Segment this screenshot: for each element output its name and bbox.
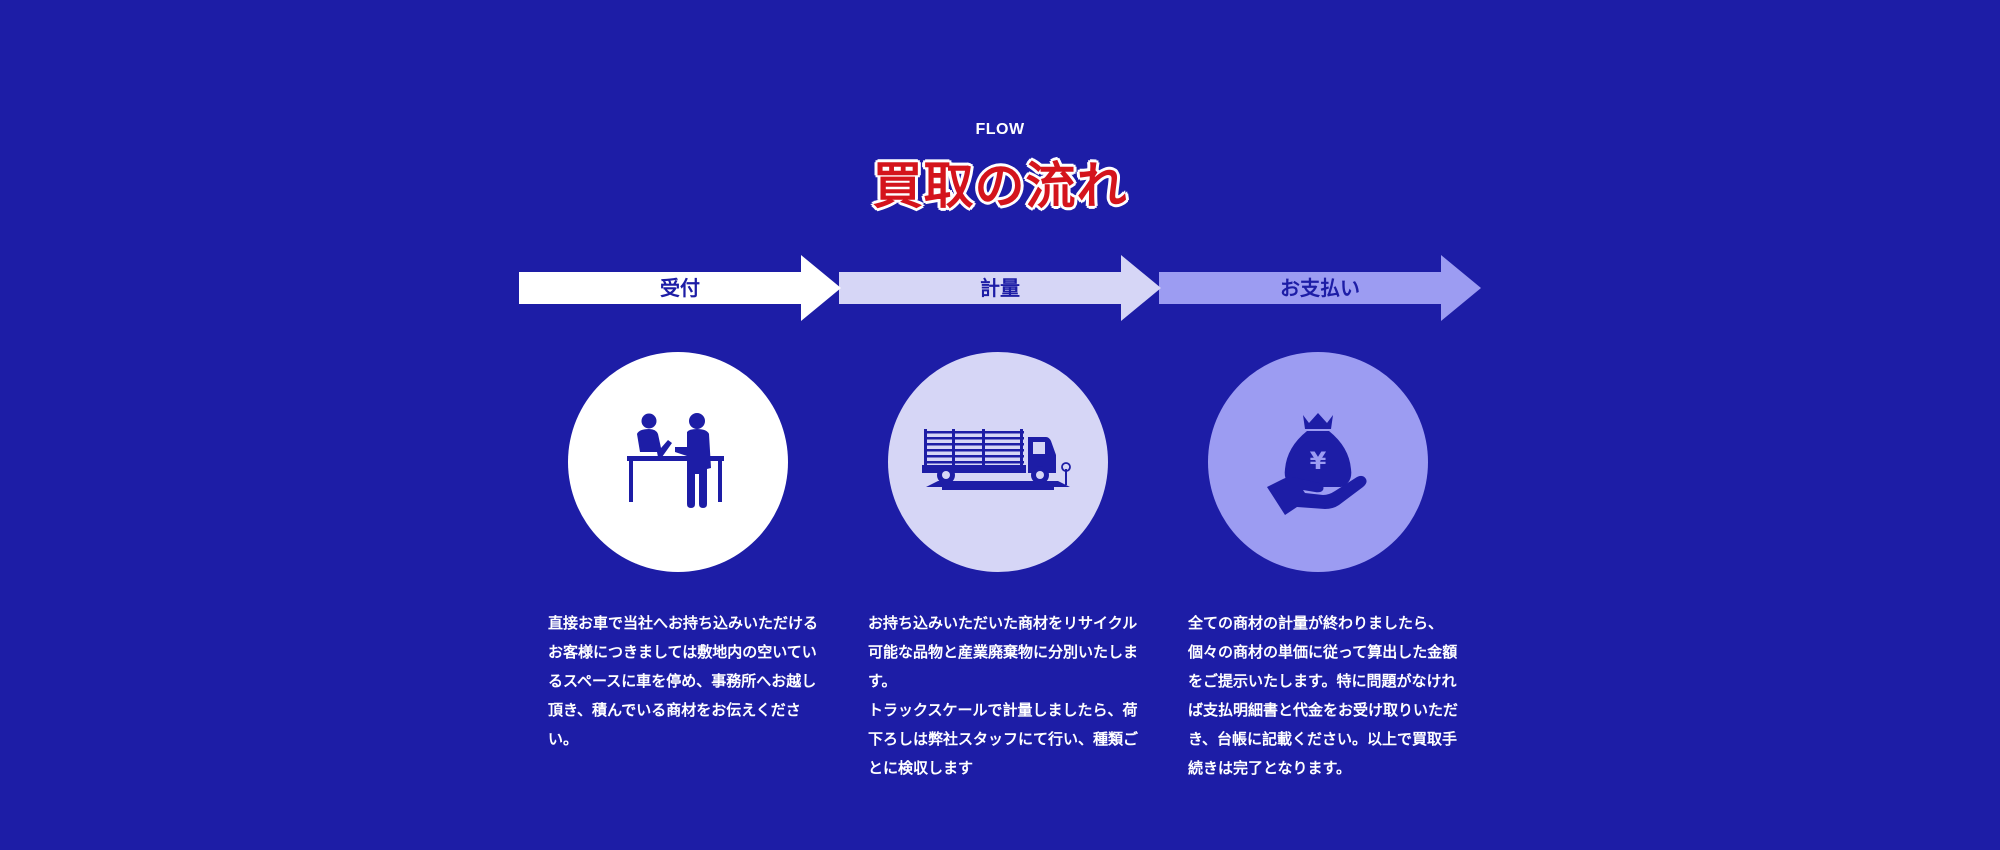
step-label-payment: お支払い — [1280, 276, 1360, 300]
step-description-reception: 直接お車で当社へお持ち込みいただけるお客様につきましては敷地内の空いているスペー… — [548, 614, 819, 748]
money-bag-hand-icon: ¥ — [1267, 413, 1367, 515]
section-label: FLOW — [975, 121, 1025, 138]
step-label-reception: 受付 — [660, 276, 700, 300]
step-arrow-1 — [519, 255, 841, 321]
yen-symbol: ¥ — [1310, 447, 1327, 475]
step-description-weighing: お持ち込みいただいた商材をリサイクル可能な品物と産業廃棄物に分別いたします。 ト… — [868, 614, 1139, 777]
truck-scale-icon — [922, 429, 1071, 490]
step-circle-weighing — [888, 352, 1108, 572]
step-circle-payment: ¥ — [1208, 352, 1428, 572]
reception-people-icon — [627, 413, 724, 508]
step-description-payment: 全ての商材の計量が終わりましたら、個々の商材の単価に従って算出した金額をご提示い… — [1188, 614, 1459, 777]
section-title: 買取の流れ — [872, 157, 1128, 215]
step-circle-reception — [568, 352, 788, 572]
flow-arrow-bar — [519, 255, 1481, 321]
step-label-weighing: 計量 — [980, 276, 1020, 300]
step-arrow-2 — [839, 255, 1161, 321]
step-arrow-3 — [1159, 255, 1481, 321]
